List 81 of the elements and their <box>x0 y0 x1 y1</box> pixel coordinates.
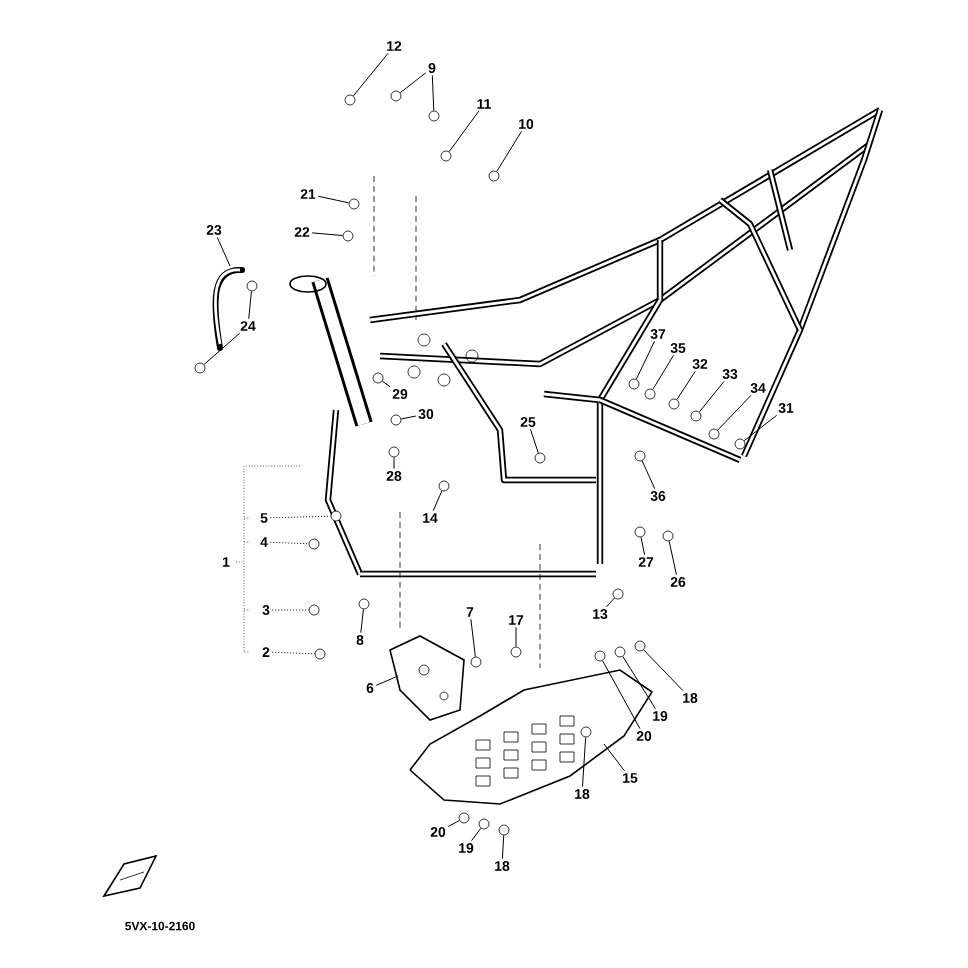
fastener-icon <box>440 150 452 162</box>
fastener-icon <box>330 510 342 522</box>
fastener-icon <box>498 824 510 836</box>
leader-line <box>470 618 476 658</box>
leader-line <box>640 536 646 556</box>
fastener-icon <box>388 446 400 458</box>
leader-line <box>635 340 655 380</box>
fastener-icon <box>246 280 258 292</box>
leader-line <box>496 130 522 172</box>
fastener-icon <box>478 818 490 830</box>
leader-line <box>602 660 641 730</box>
leader-line <box>393 456 395 470</box>
leader-line <box>698 380 725 413</box>
leader-line <box>529 428 539 454</box>
fastener-icon <box>634 526 646 538</box>
leader-line <box>515 626 517 648</box>
fastener-icon <box>358 598 370 610</box>
leader-line <box>582 736 587 788</box>
fastener-icon <box>308 538 320 550</box>
fastener-icon <box>428 110 440 122</box>
fastener-icon <box>634 640 646 652</box>
leader-line <box>360 608 364 634</box>
leader-line <box>400 415 417 420</box>
leader-line <box>269 515 332 519</box>
leader-line <box>501 834 505 860</box>
leader-line <box>248 290 252 320</box>
fastener-icon <box>308 604 320 616</box>
leader-line <box>652 354 675 390</box>
fastener-icon <box>734 438 746 450</box>
fastener-icon <box>534 452 546 464</box>
leader-line <box>717 394 752 431</box>
fastener-icon <box>628 378 640 390</box>
leader-line <box>606 597 615 608</box>
fastener-icon <box>668 398 680 410</box>
leader-line <box>471 827 482 842</box>
leader-line <box>269 541 310 545</box>
leader-line <box>641 460 656 490</box>
leader-line <box>432 490 443 512</box>
fastener-icon <box>348 198 360 210</box>
bracket-drawing <box>389 635 465 721</box>
leader-line <box>603 743 625 772</box>
leader-line <box>448 110 480 153</box>
fastener-icon <box>458 812 470 824</box>
fastener-icon <box>614 646 626 658</box>
leader-line <box>375 675 399 686</box>
leader-line <box>216 236 231 267</box>
fastener-icon <box>344 94 356 106</box>
fastener-icon <box>612 588 624 600</box>
leader-line <box>352 52 389 97</box>
fastener-icon <box>342 230 354 242</box>
leader-line <box>311 232 344 237</box>
fastener-icon <box>510 646 522 658</box>
fastener-icon <box>314 648 326 660</box>
fastener-icon <box>470 656 482 668</box>
fastener-icon <box>390 414 402 426</box>
leader-line <box>622 656 656 710</box>
fastener-icon <box>594 650 606 662</box>
leader-line <box>399 72 427 94</box>
fastener-icon <box>194 362 206 374</box>
fastener-icon <box>438 480 450 492</box>
fastener-icon <box>662 530 674 542</box>
leader-line <box>317 195 350 204</box>
fastener-icon <box>708 428 720 440</box>
leader-line <box>447 820 460 828</box>
fastener-icon <box>644 388 656 400</box>
leader-line <box>203 332 241 365</box>
leader-line <box>431 74 435 112</box>
leader-line <box>643 649 684 692</box>
leader-line <box>668 540 677 576</box>
leader-line <box>271 651 316 655</box>
leader-line <box>743 414 778 442</box>
leader-line <box>676 370 696 400</box>
fastener-icon <box>390 90 402 102</box>
fastener-icon <box>690 410 702 422</box>
skid-plate-drawing <box>408 669 654 805</box>
fastener-icon <box>488 170 500 182</box>
fastener-icon <box>580 726 592 738</box>
fastener-icon <box>372 372 384 384</box>
fastener-icon <box>634 450 646 462</box>
leader-line <box>271 609 310 611</box>
leader-line <box>381 380 391 388</box>
